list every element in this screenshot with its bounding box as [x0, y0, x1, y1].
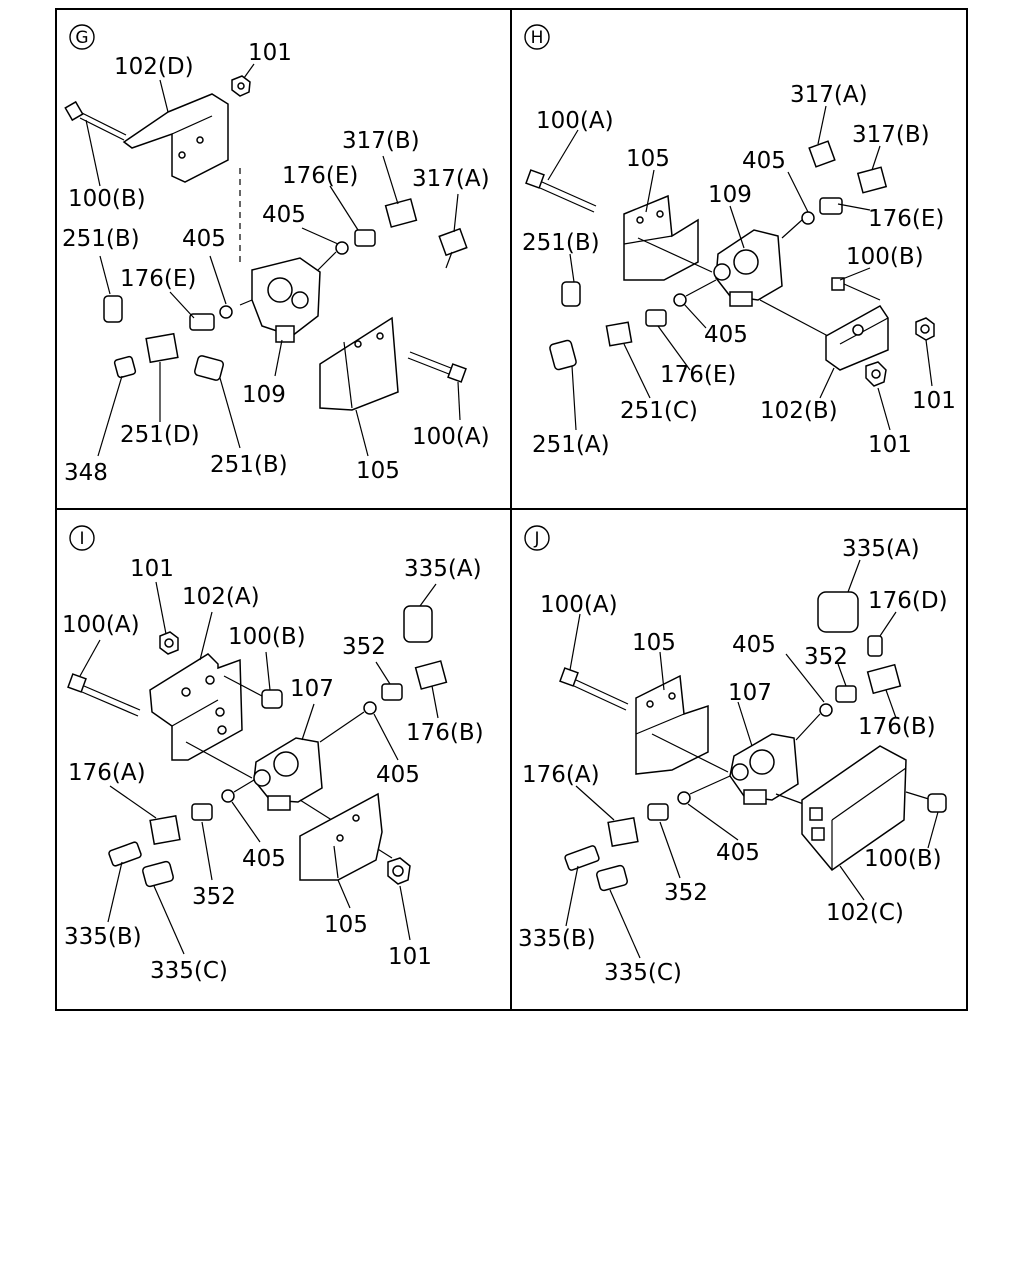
panel-i: I: [62, 525, 484, 984]
label-101: 101: [868, 432, 912, 458]
label-317a: 317(A): [790, 82, 868, 108]
label-101: 101: [130, 556, 174, 582]
label-100a: 100(A): [536, 108, 614, 134]
label-101: 101: [388, 944, 432, 970]
label-100a: 100(A): [412, 424, 490, 450]
label-102b: 102(B): [760, 398, 838, 424]
label-109: 109: [708, 182, 752, 208]
label-251b: 251(B): [210, 452, 288, 478]
label-405: 405: [742, 148, 786, 174]
label-102c: 102(C): [826, 900, 904, 926]
label-348: 348: [64, 460, 108, 486]
label-105: 105: [324, 912, 368, 938]
panel-h-badge: H: [531, 28, 544, 48]
label-317b: 317(B): [342, 128, 420, 154]
label-405: 405: [716, 840, 760, 866]
label-100b: 100(B): [68, 186, 146, 212]
label-176b: 176(B): [406, 720, 484, 746]
label-251a: 251(A): [532, 432, 610, 458]
label-102d: 102(D): [114, 54, 194, 80]
label-105: 105: [632, 630, 676, 656]
label-251b: 251(B): [522, 230, 600, 256]
label-352: 352: [664, 880, 708, 906]
label-176e: 176(E): [660, 362, 736, 388]
label-317a: 317(A): [412, 166, 490, 192]
label-405: 405: [182, 226, 226, 252]
label-335a: 335(A): [404, 556, 482, 582]
label-176e: 176(E): [120, 266, 196, 292]
label-251c: 251(C): [620, 398, 698, 424]
label-101: 101: [912, 388, 956, 414]
label-405: 405: [704, 322, 748, 348]
label-176a: 176(A): [522, 762, 600, 788]
label-335c: 335(C): [150, 958, 228, 984]
label-176a: 176(A): [68, 760, 146, 786]
label-107: 107: [728, 680, 772, 706]
label-105: 105: [356, 458, 400, 484]
label-335c: 335(C): [604, 960, 682, 986]
label-352: 352: [804, 644, 848, 670]
label-107: 107: [290, 676, 334, 702]
label-176b: 176(B): [858, 714, 936, 740]
panel-i-badge: I: [79, 529, 84, 549]
label-335b: 335(B): [64, 924, 142, 950]
label-176d: 176(D): [868, 588, 948, 614]
diagram-frame: [55, 8, 968, 1011]
label-100b: 100(B): [846, 244, 924, 270]
label-352: 352: [342, 634, 386, 660]
panel-g: G: [62, 24, 490, 486]
label-102a: 102(A): [182, 584, 260, 610]
label-335a: 335(A): [842, 536, 920, 562]
label-100b: 100(B): [864, 846, 942, 872]
label-405: 405: [732, 632, 776, 658]
panel-h: H: [522, 24, 956, 458]
label-335b: 335(B): [518, 926, 596, 952]
label-100b: 100(B): [228, 624, 306, 650]
label-405: 405: [376, 762, 420, 788]
label-405: 405: [242, 846, 286, 872]
label-405: 405: [262, 202, 306, 228]
label-100a: 100(A): [62, 612, 140, 638]
panel-j-badge: J: [533, 529, 539, 549]
label-176e: 176(E): [282, 163, 358, 189]
label-317b: 317(B): [852, 122, 930, 148]
label-251d: 251(D): [120, 422, 200, 448]
label-109: 109: [242, 382, 286, 408]
label-105: 105: [626, 146, 670, 172]
label-101: 101: [248, 40, 292, 66]
label-100a: 100(A): [540, 592, 618, 618]
panel-j: J: [518, 525, 948, 986]
panel-g-badge: G: [75, 28, 88, 48]
label-176e: 176(E): [868, 206, 944, 232]
label-352: 352: [192, 884, 236, 910]
label-251b: 251(B): [62, 226, 140, 252]
